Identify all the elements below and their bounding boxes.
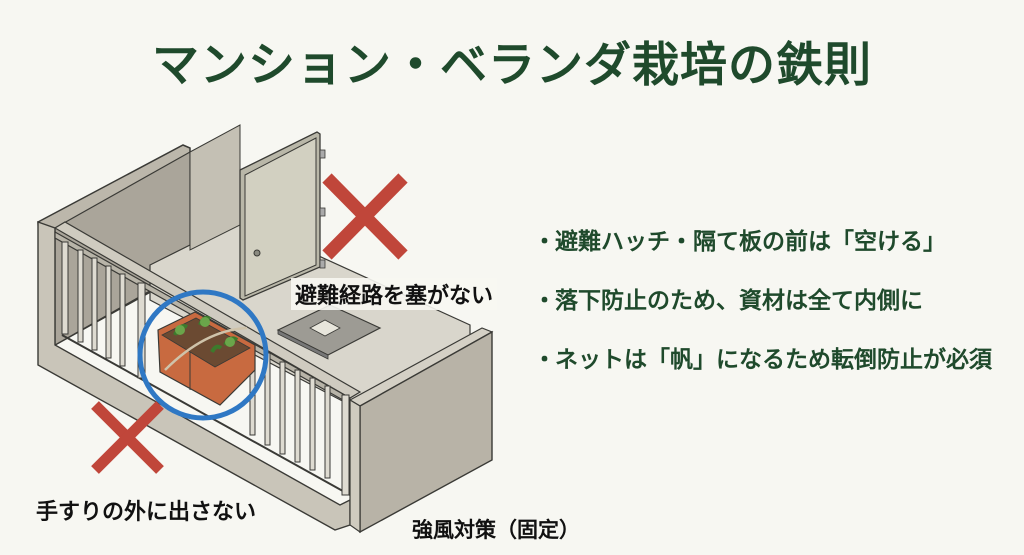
partition-wall (37, 144, 191, 347)
label-outside-railing: 手すりの外に出さない (36, 500, 257, 525)
blue-circle-planter (137, 289, 269, 421)
bullet-marker: ・ (533, 229, 556, 255)
page-title: マンション・ベランダ栽培の鉄則 (152, 38, 872, 93)
evacuation-hatch (276, 304, 382, 360)
rule-item: ・ 落下防止のため、資材は全て内側に (533, 285, 1013, 318)
label-evacuation-route: 避難経路を塞がない (291, 278, 498, 310)
side-wall (348, 327, 494, 534)
rule-text: ネットは「帆」になるため転倒防止が必須 (555, 347, 992, 373)
cross-mark-door (322, 173, 408, 260)
bullet-marker: ・ (533, 347, 556, 373)
bullet-marker: ・ (533, 288, 556, 314)
rule-item: ・ ネットは「帆」になるため転倒防止が必須 (533, 344, 1013, 377)
label-wind-measures: 強風対策（固定） (412, 518, 580, 542)
rule-text: 落下防止のため、資材は全て内側に (555, 288, 923, 314)
planter-box (157, 311, 256, 406)
cross-mark-railing (91, 401, 164, 474)
rule-text: 避難ハッチ・隔て板の前は「空ける」 (555, 229, 946, 255)
rule-item: ・ 避難ハッチ・隔て板の前は「空ける」 (533, 226, 1013, 259)
railing-balusters (61, 241, 350, 496)
rules-list: ・ 避難ハッチ・隔て板の前は「空ける」 ・ 落下防止のため、資材は全て内側に ・… (533, 226, 1013, 403)
door (239, 131, 326, 301)
